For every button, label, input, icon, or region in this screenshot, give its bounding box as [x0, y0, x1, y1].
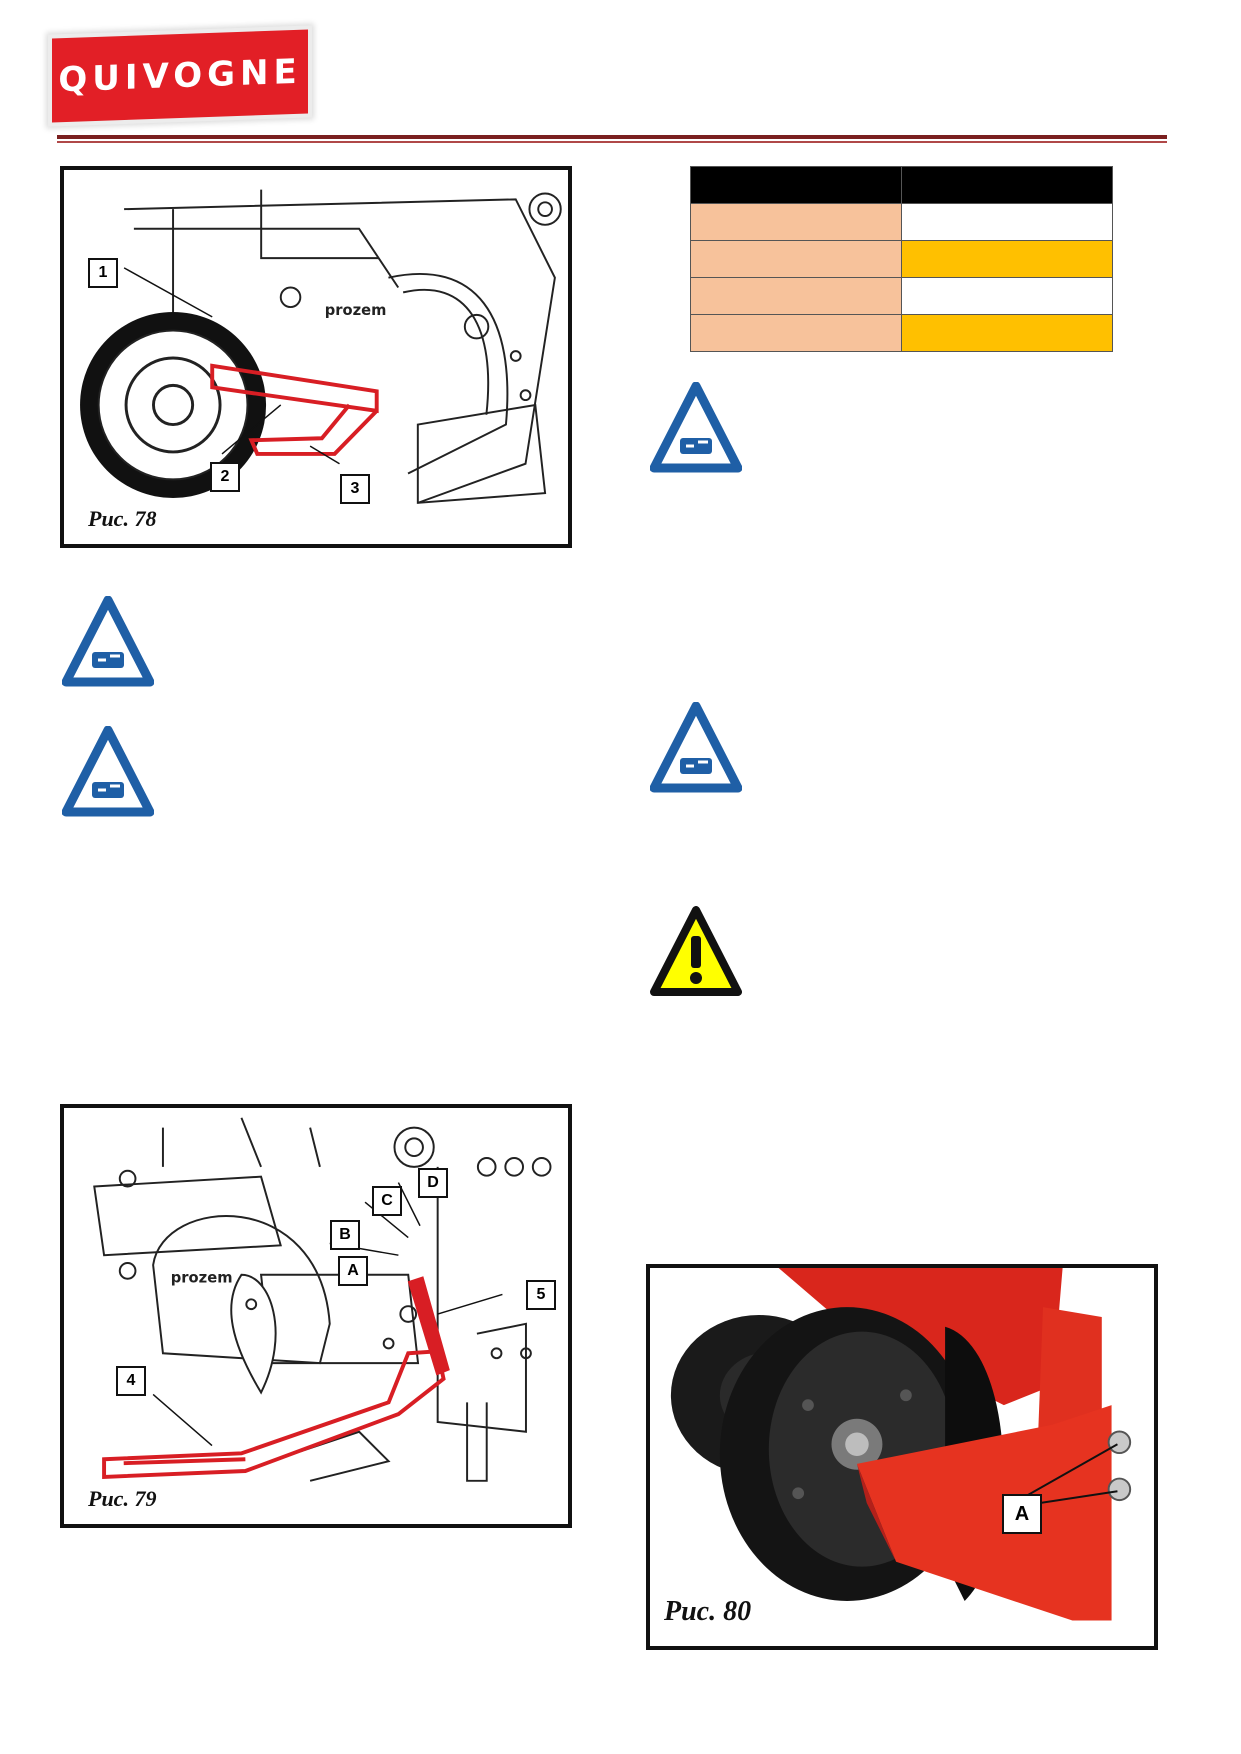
table-cell: [901, 240, 1113, 278]
figure-80-caption: Рис. 80: [664, 1596, 752, 1627]
table-row: [690, 166, 1113, 204]
quivogne-logo: QUIVOGNE: [52, 29, 308, 123]
figure-78-label-2: 2: [210, 462, 240, 492]
figure-79-label-4: 4: [116, 1366, 146, 1396]
figure-79: prozem 4 5 A B C D Рис. 79: [60, 1104, 572, 1528]
table-cell: [901, 277, 1113, 315]
figure-78-label-1: 1: [88, 258, 118, 288]
figure-79-label-A: A: [338, 1256, 368, 1286]
table-cell: [901, 203, 1113, 241]
table-cell: [901, 166, 1113, 204]
figure-78: prozem 1 2 3 Рис. 78: [60, 166, 572, 548]
pointing-hand-note-icon: [62, 726, 154, 817]
pointing-hand-note-icon: [62, 596, 154, 687]
figure-80-photo: [670, 1268, 1132, 1621]
figure-79-label-5: 5: [526, 1280, 556, 1310]
figure-79-brand: prozem: [171, 1270, 233, 1287]
figure-78-brand: prozem: [325, 302, 387, 319]
figure-80-label-A: A: [1002, 1494, 1042, 1534]
table-cell: [690, 203, 902, 241]
table-cell: [690, 240, 902, 278]
table-row: [690, 240, 1113, 278]
settings-table: [690, 166, 1113, 352]
header-rule: [57, 135, 1167, 139]
table-row: [690, 314, 1113, 352]
table-cell: [690, 277, 902, 315]
figure-78-label-3: 3: [340, 474, 370, 504]
header-rule-thin: [57, 141, 1167, 143]
figure-79-drawing: prozem: [93, 1117, 552, 1482]
figure-78-caption: Рис. 78: [88, 506, 157, 531]
figure-78-drawing: prozem: [80, 189, 562, 504]
figure-79-label-D: D: [418, 1168, 448, 1198]
table-cell: [690, 166, 902, 204]
table-cell: [690, 314, 902, 352]
table-row: [690, 277, 1113, 315]
logo-text: QUIVOGNE: [58, 51, 302, 101]
figure-79-label-B: B: [330, 1220, 360, 1250]
figure-80: A Рис. 80: [646, 1264, 1158, 1650]
pointing-hand-note-icon: [650, 382, 742, 473]
table-cell: [901, 314, 1113, 352]
figure-79-caption: Рис. 79: [88, 1486, 157, 1511]
exclamation-warning-icon: [650, 906, 742, 996]
table-row: [690, 203, 1113, 241]
pointing-hand-note-icon: [650, 702, 742, 793]
figure-79-label-C: C: [372, 1186, 402, 1216]
